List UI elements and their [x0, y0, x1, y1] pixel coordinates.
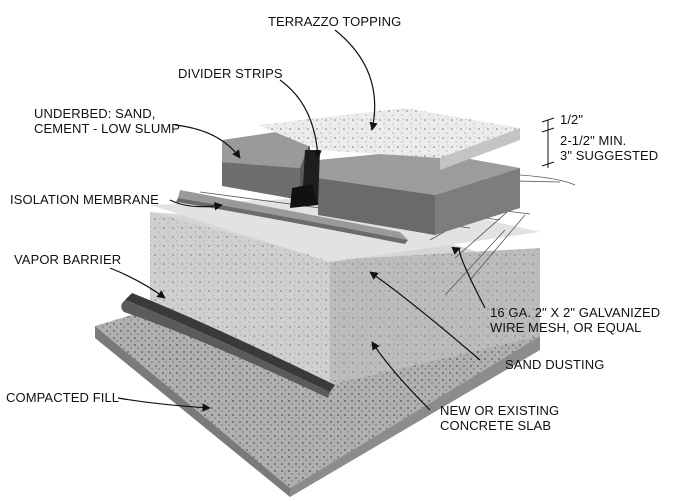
label-isolation-membrane-text: ISOLATION MEMBRANE — [10, 192, 159, 207]
terrazzo-topping-layer — [258, 108, 520, 170]
label-divider-strips-text: DIVIDER STRIPS — [178, 66, 283, 81]
label-slab-line1: NEW OR EXISTING — [440, 403, 560, 418]
isolation-membrane-sheet — [176, 190, 408, 244]
label-dimensions: 1/2" 2-1/2" MIN. 3" SUGGESTED — [560, 112, 658, 163]
divider-strip — [290, 150, 320, 208]
label-dim-half: 1/2" — [560, 112, 584, 127]
leader-isolation — [169, 199, 223, 211]
leader-sand — [369, 271, 481, 361]
label-underbed: UNDERBED: SAND, CEMENT - LOW SLUMP — [34, 106, 180, 136]
leader-vapor — [109, 267, 166, 299]
leader-terrazzo — [334, 29, 378, 131]
label-slab-line2: CONCRETE SLAB — [440, 418, 552, 433]
leader-divider — [279, 79, 322, 159]
label-terrazzo-topping-text: TERRAZZO TOPPING — [268, 14, 402, 29]
leader-fill — [117, 397, 211, 412]
vapor-barrier-sheet — [121, 293, 335, 398]
label-compacted-fill-text: COMPACTED FILL — [6, 390, 120, 405]
label-sand-dusting-text: SAND DUSTING — [505, 357, 605, 372]
label-wire-mesh-line1: 16 GA. 2" X 2" GALVANIZED — [490, 305, 661, 320]
label-wire-mesh-line2: WIRE MESH, OR EQUAL — [490, 320, 642, 335]
label-dim-suggested: 3" SUGGESTED — [560, 148, 659, 163]
label-compacted-fill: COMPACTED FILL — [6, 390, 119, 405]
label-concrete-slab: NEW OR EXISTING CONCRETE SLAB — [440, 403, 559, 433]
label-sand-dusting: SAND DUSTING — [505, 357, 604, 372]
leader-mesh — [451, 246, 486, 309]
leader-underbed — [174, 124, 241, 159]
label-dim-min: 2-1/2" MIN. — [560, 133, 627, 148]
leader-slab — [371, 341, 431, 411]
label-underbed-line1: UNDERBED: SAND, — [34, 106, 156, 121]
label-vapor-barrier-text: VAPOR BARRIER — [14, 252, 122, 267]
label-vapor-barrier: VAPOR BARRIER — [14, 252, 121, 267]
label-wire-mesh: 16 GA. 2" X 2" GALVANIZED WIRE MESH, OR … — [490, 305, 660, 335]
dimension-marks — [541, 117, 555, 168]
label-underbed-line2: CEMENT - LOW SLUMP — [34, 121, 181, 136]
label-terrazzo-topping: TERRAZZO TOPPING — [268, 14, 401, 29]
leader-lines — [109, 29, 486, 412]
label-divider-strips: DIVIDER STRIPS — [178, 66, 283, 81]
label-isolation-membrane: ISOLATION MEMBRANE — [10, 192, 159, 207]
